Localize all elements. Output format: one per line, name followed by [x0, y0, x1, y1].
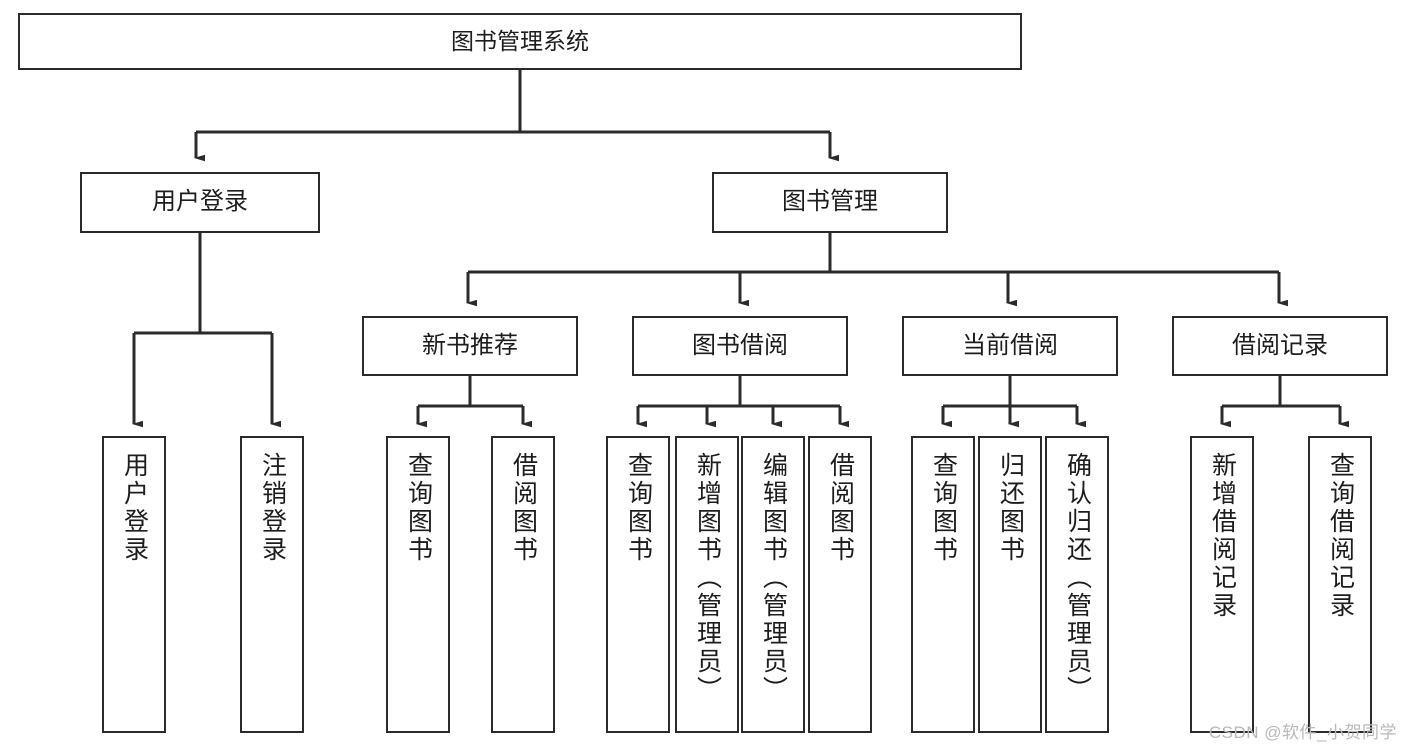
- leaf-query-book-current-label: 查询图书: [929, 452, 958, 564]
- node-borrow-record-label: 借阅记录: [1232, 331, 1328, 359]
- leaf-query-book-borrow[interactable]: 查询图书: [606, 436, 670, 733]
- node-current-borrow[interactable]: 当前借阅: [902, 316, 1118, 376]
- leaf-return-book-label: 归还图书: [996, 452, 1025, 564]
- node-book-borrow-label: 图书借阅: [692, 331, 788, 359]
- leaf-return-book[interactable]: 归还图书: [978, 436, 1042, 733]
- node-new-book-recommend[interactable]: 新书推荐: [362, 316, 578, 376]
- node-book-management-label: 图书管理: [782, 188, 878, 216]
- leaf-user-login-label: 用户登录: [120, 452, 149, 564]
- leaf-query-borrow-record-label: 查询借阅记录: [1326, 452, 1355, 620]
- node-root-label: 图书管理系统: [451, 27, 589, 54]
- node-new-book-recommend-label: 新书推荐: [422, 331, 518, 359]
- leaf-logout[interactable]: 注销登录: [240, 436, 304, 733]
- leaf-query-book-recommend[interactable]: 查询图书: [386, 436, 450, 733]
- node-book-management[interactable]: 图书管理: [712, 172, 948, 233]
- leaf-confirm-return-admin-label: 确认归还（管理员）: [1063, 452, 1092, 704]
- node-current-borrow-label: 当前借阅: [962, 331, 1058, 359]
- node-borrow-record[interactable]: 借阅记录: [1172, 316, 1388, 376]
- leaf-borrow-book-recommend-label: 借阅图书: [509, 452, 538, 564]
- leaf-borrow-book-label: 借阅图书: [826, 452, 855, 564]
- leaf-query-borrow-record[interactable]: 查询借阅记录: [1308, 436, 1372, 733]
- leaf-borrow-book[interactable]: 借阅图书: [808, 436, 872, 733]
- leaf-borrow-book-recommend[interactable]: 借阅图书: [491, 436, 555, 733]
- node-user-login-label: 用户登录: [152, 188, 248, 216]
- leaf-edit-book-admin-label: 编辑图书（管理员）: [759, 452, 788, 704]
- leaf-logout-label: 注销登录: [258, 452, 287, 564]
- leaf-query-book-recommend-label: 查询图书: [404, 452, 433, 564]
- leaf-add-borrow-record-label: 新增借阅记录: [1208, 452, 1237, 620]
- node-book-borrow[interactable]: 图书借阅: [632, 316, 848, 376]
- leaf-add-book-admin[interactable]: 新增图书（管理员）: [675, 436, 739, 733]
- node-root[interactable]: 图书管理系统: [18, 13, 1022, 70]
- leaf-add-borrow-record[interactable]: 新增借阅记录: [1190, 436, 1254, 733]
- leaf-edit-book-admin[interactable]: 编辑图书（管理员）: [741, 436, 805, 733]
- leaf-add-book-admin-label: 新增图书（管理员）: [693, 452, 722, 704]
- leaf-confirm-return-admin[interactable]: 确认归还（管理员）: [1045, 436, 1109, 733]
- node-user-login[interactable]: 用户登录: [80, 172, 320, 233]
- leaf-user-login[interactable]: 用户登录: [102, 436, 166, 733]
- leaf-query-book-current[interactable]: 查询图书: [911, 436, 975, 733]
- leaf-query-book-borrow-label: 查询图书: [624, 452, 653, 564]
